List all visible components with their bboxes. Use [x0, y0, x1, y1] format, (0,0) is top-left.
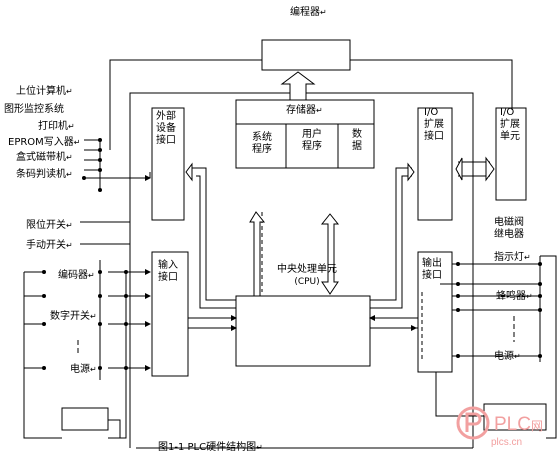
data-label: 数 据 [352, 129, 362, 152]
output-power-box [483, 403, 547, 431]
system-program-label: 系统 程序 [252, 132, 272, 155]
figure-caption: 图1-1 PLC硬件结构图↵ [158, 442, 263, 453]
barcode-reader-label: 条码判读机↵ [16, 169, 73, 180]
digital-switch-label: 数字开关↵ [50, 311, 97, 322]
programmer-link-right [350, 59, 513, 110]
io-expansion-interface-box [417, 107, 453, 221]
watermark-url: plcs.cn [491, 437, 523, 448]
watermark-brand: PLC网 [494, 414, 543, 435]
memory-to-programmer-arrow [280, 71, 316, 101]
printer-label: 打印机↵ [38, 121, 75, 132]
memory-cpu-arrow [320, 213, 340, 295]
programmer-label: 编程器↵ [290, 7, 327, 18]
external-device-bus [84, 139, 150, 190]
input-power-box [61, 407, 109, 431]
buzzer-label: 蜂鸣器↵ [496, 291, 533, 302]
host-computer-label: 上位计算机↵ [16, 86, 73, 97]
user-program-label: 用户 程序 [302, 129, 322, 152]
programmer-box [261, 39, 351, 71]
input-wiring [23, 260, 150, 439]
peripheral-interface-label: 外部 设备 接口 [156, 111, 176, 146]
solenoid-relay-label: 电磁阀 继电器 [494, 217, 524, 240]
tape-drive-label: 盒式磁带机↵ [16, 152, 73, 163]
encoder-label: 编码器↵ [58, 270, 95, 281]
memory-label: 存储器↵ [286, 105, 323, 116]
cpu-label: 中央处理单元 (CPU) [277, 264, 337, 287]
programmer-link [109, 59, 262, 150]
manual-switch-label: 手动开关↵ [26, 240, 73, 251]
io-expansion-unit-label: I/O 扩展 单元 [500, 107, 520, 142]
input-interface-label: 输入 接口 [158, 260, 178, 283]
watermark-logo-icon [456, 406, 490, 440]
output-power-label: 电源↵ [494, 351, 521, 362]
output-wiring [435, 255, 557, 439]
indicator-label: 指示灯↵ [494, 252, 531, 263]
io-expansion-unit-box [495, 107, 527, 201]
graphic-monitor-label: 图形监控系统 [4, 104, 64, 115]
input-power-label: 电源↵ [70, 364, 97, 375]
cpu-box [235, 295, 371, 367]
peripheral-interface-box [151, 107, 185, 221]
output-interface-label: 输出 接口 [422, 258, 442, 281]
io-expansion-interface-label: I/O 扩展 接口 [424, 107, 444, 142]
limit-switch-label: 限位开关↵ [26, 220, 73, 231]
eprom-writer-label: EPROM写入器↵ [8, 137, 81, 148]
input-interface-box [151, 251, 189, 377]
output-interface-box [417, 251, 453, 373]
